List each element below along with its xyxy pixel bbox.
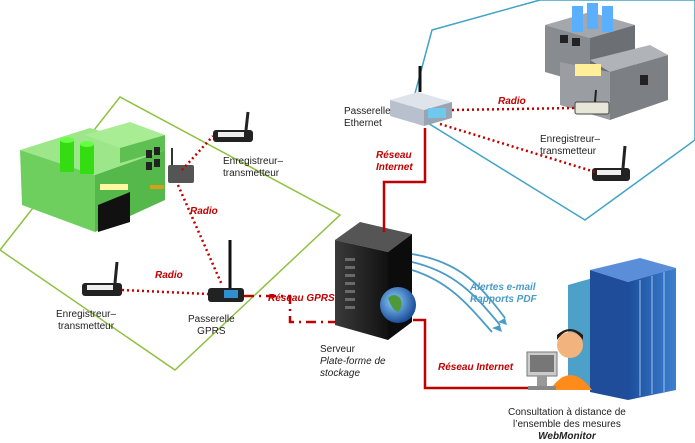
label-internet-top: Réseau Internet [376,150,413,173]
radio-link-ethernet-factory [451,106,576,112]
label-consultation: Consultation à distance de l’ensemble de… [508,407,626,442]
label-server: Serveur Plate-forme de stockage [320,344,386,379]
gateway-ethernet-icon [390,66,452,126]
radio-link-factory-logger [181,135,214,171]
radio-link-logger-gprs [121,288,209,296]
label-radio-left-vertical: Radio [190,206,218,217]
label-radio-right: Radio [498,96,526,107]
logger-bottom-left-icon [82,261,122,296]
factory-right-icon [545,3,668,120]
label-logger-right: Enregistreur– transmetteur [540,134,601,157]
gateway-gprs-icon [208,240,244,302]
logger-right-icon [592,145,630,181]
label-internet-bottom: Réseau Internet [438,362,514,373]
server-icon [335,222,416,340]
label-logger-top-left: Enregistreur– transmetteur [223,156,284,179]
zone-left-outline [0,96,342,371]
label-alerts: Alertes e-mail Rapports PDF [470,282,537,305]
office-buildings-icon [568,258,676,400]
label-gateway-ethernet: Passerelle Ethernet [344,106,391,129]
logger-on-factory-icon [150,148,194,189]
label-gateway-gprs: Passerelle GPRS [188,314,235,337]
label-logger-bottom-left: Enregistreur– transmetteur [56,309,117,332]
person-at-computer-icon [526,329,592,390]
radio-link-ethernet-logger [439,122,596,174]
factory-left-icon [20,122,165,232]
radio-link-factory-gprs [176,184,224,286]
label-radio-left-horizontal: Radio [155,270,183,281]
logger-right-factory-icon [574,89,610,115]
gprs-network-link [244,294,335,324]
internet-link-top [382,128,427,232]
label-gprs-network: Réseau GPRS [268,293,335,304]
alert-arrows-icon [411,253,506,333]
logger-top-left-icon [213,111,253,142]
internet-link-bottom [413,318,540,390]
